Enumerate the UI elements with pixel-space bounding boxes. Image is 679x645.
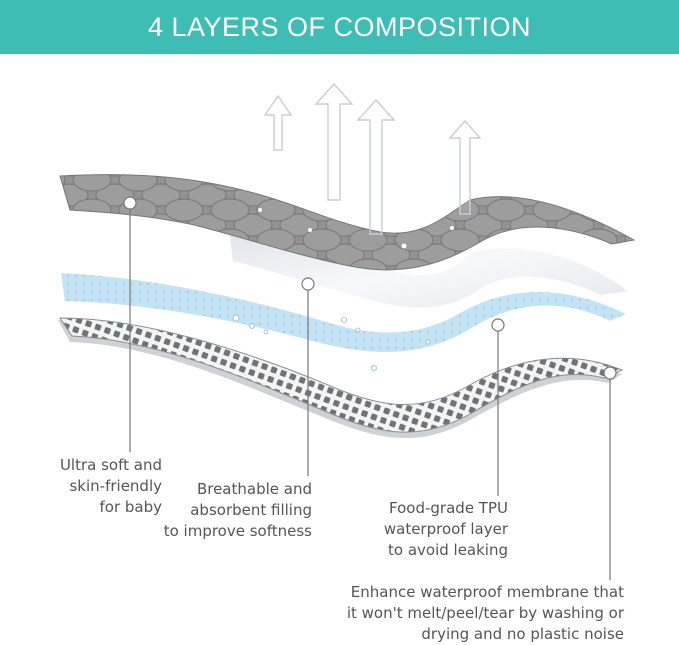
banner-title: 4 LAYERS OF COMPOSITION [147,11,532,42]
callout-line: for baby [99,498,162,516]
callout-line: to avoid leaking [388,541,508,559]
callout-line: absorbent filling [190,501,312,519]
tpu-layer [58,270,631,354]
callout-line: it won't melt/peel/tear by washing or [346,604,624,622]
callout-membrane: Enhance waterproof membrane that it won'… [300,582,624,645]
airflow-arrows [263,82,482,235]
callout-line: skin-friendly [69,477,162,495]
callout-line: to improve softness [163,522,312,540]
callout-line: Enhance waterproof membrane that [350,583,624,601]
filling-layer [226,226,633,310]
callout-tpu: Food-grade TPU waterproof layer to avoid… [348,498,508,561]
callout-leaders [123,196,617,580]
quilted-top-layer [59,174,636,271]
callout-line: Breathable and [196,480,312,498]
callout-line: Ultra soft and [59,456,162,474]
callout-line: drying and no plastic noise [421,625,624,643]
callout-filling: Breathable and absorbent filling to impr… [140,479,312,542]
header-banner: 4 LAYERS OF COMPOSITION [0,0,679,54]
callout-line: Food-grade TPU [389,499,508,517]
callout-line: waterproof layer [383,520,508,538]
callout-soft-top: Ultra soft and skin-friendly for baby [14,455,162,518]
layers-illustration [58,82,636,580]
water-drops [232,314,431,371]
